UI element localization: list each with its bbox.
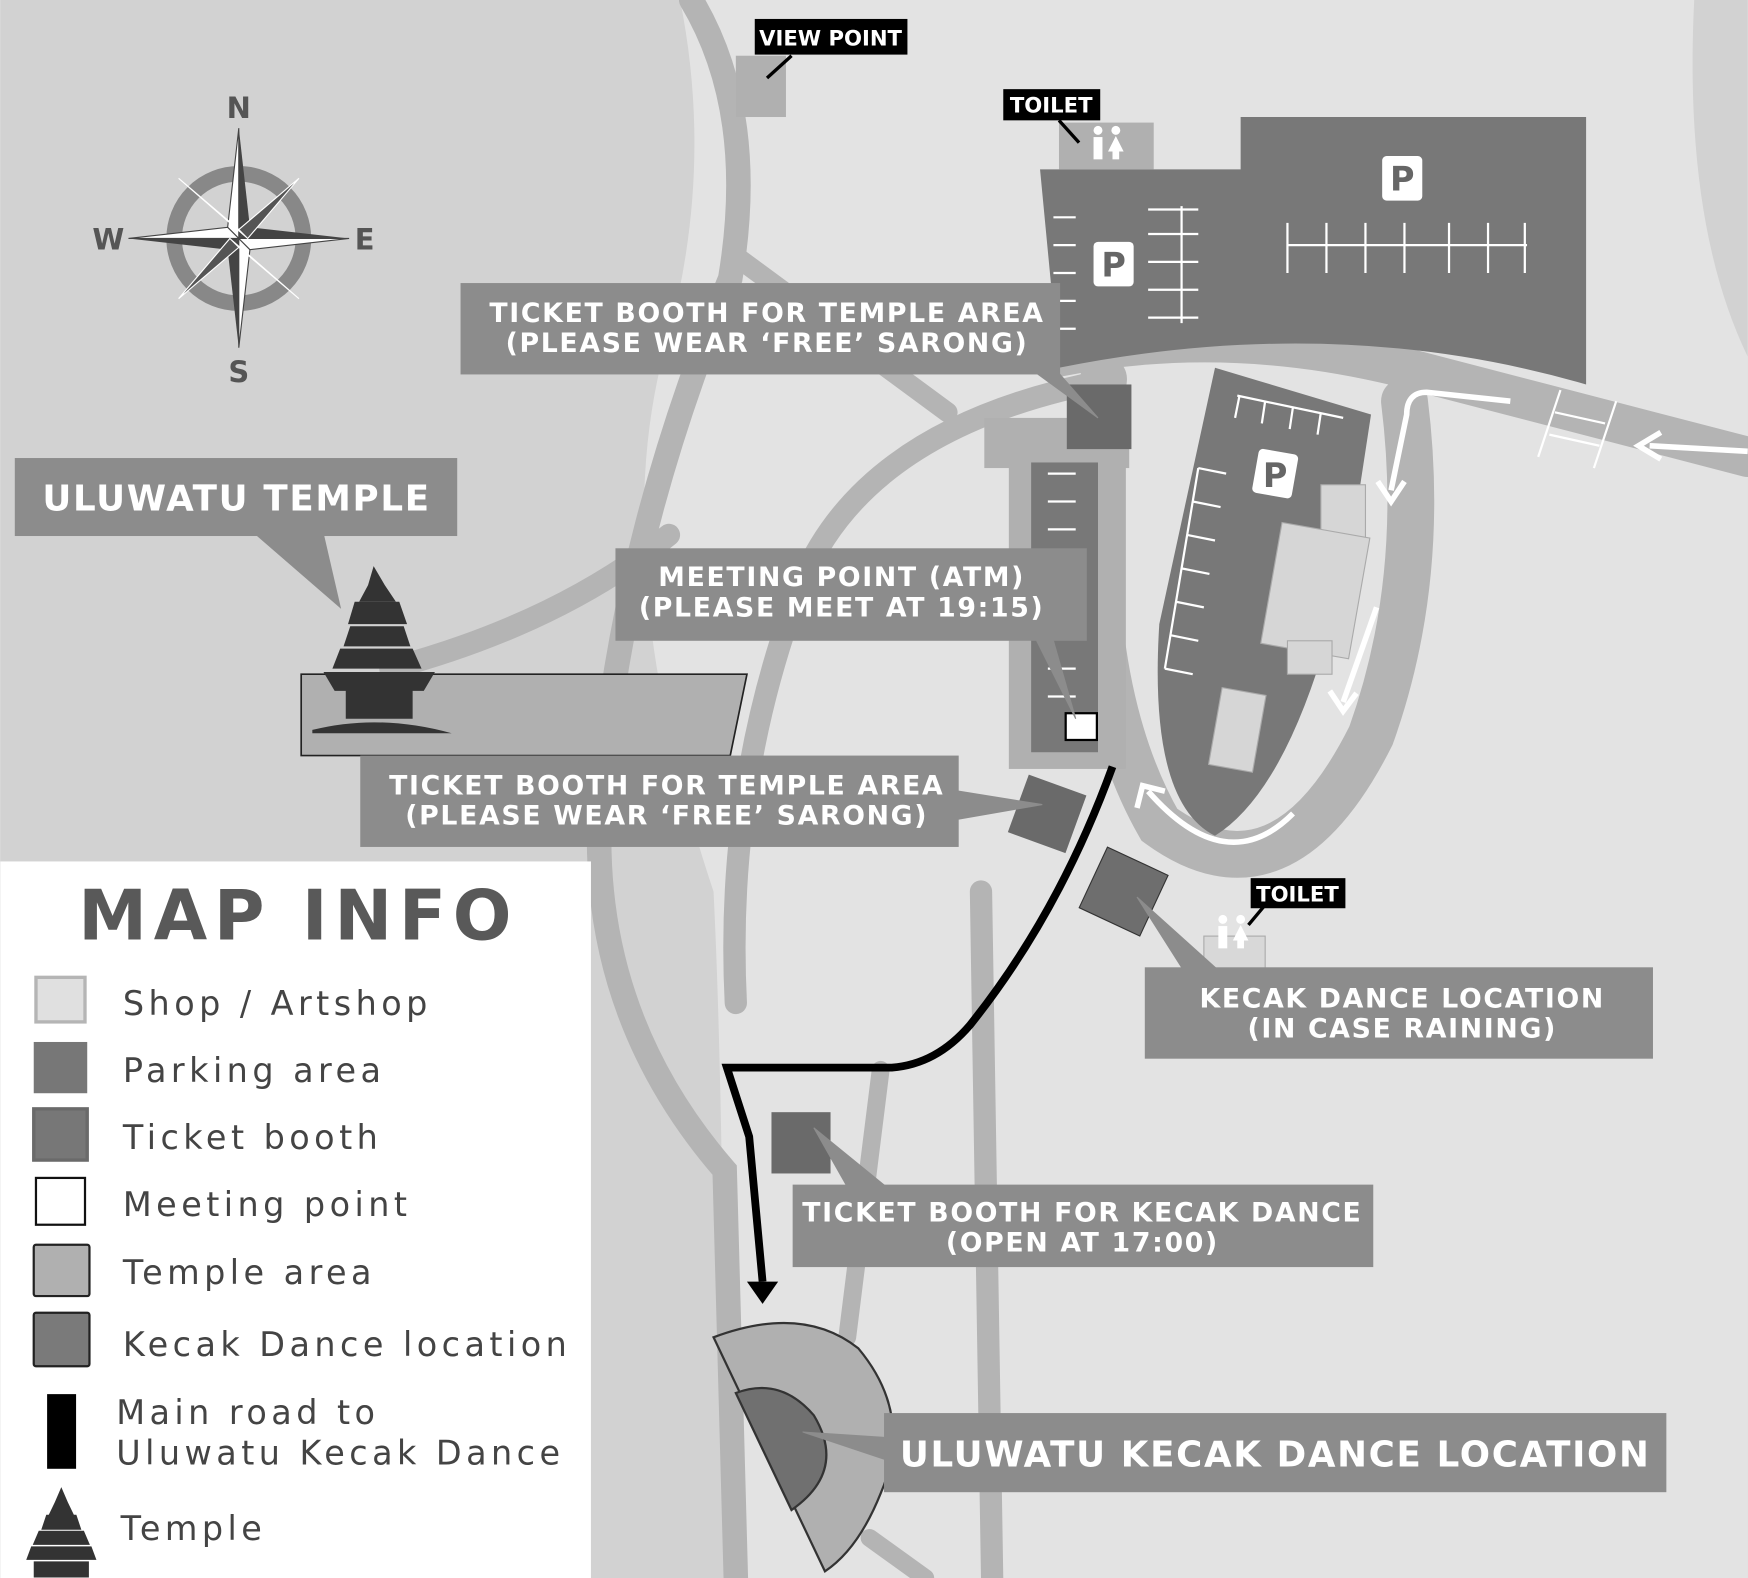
svg-text:TICKET BOOTH FOR TEMPLE AREA: TICKET BOOTH FOR TEMPLE AREA (489, 298, 1044, 329)
svg-text:W: W (92, 223, 124, 257)
right-edge-area (1692, 0, 1748, 357)
toilet-tag-top[interactable]: TOILET (1003, 89, 1101, 121)
main-road-route (721, 765, 1117, 1282)
ticket-booth-temple-2 (1007, 774, 1087, 854)
svg-text:MEETING POINT (ATM): MEETING POINT (ATM) (658, 562, 1025, 593)
legend-label: Temple (120, 1509, 267, 1548)
ticket-booth-kecak-label[interactable]: TICKET BOOTH FOR KECAK DANCE (OPEN AT 17… (792, 1184, 1374, 1268)
legend-label: Uluwatu Kecak Dance (116, 1433, 564, 1472)
ticket-booth-temple-label-1[interactable]: TICKET BOOTH FOR TEMPLE AREA (PLEASE WEA… (460, 283, 1061, 375)
legend-label: Main road to (116, 1393, 379, 1432)
legend-swatch-main-road (47, 1394, 77, 1469)
svg-text:(IN CASE RAINING): (IN CASE RAINING) (1247, 1014, 1556, 1045)
compass-rose-icon: N S W E (92, 91, 374, 389)
view-point-area (735, 55, 786, 118)
legend-swatch-temple-area (32, 1243, 91, 1298)
legend-swatch-kecak-location (32, 1311, 91, 1368)
legend-label: Temple area (122, 1253, 376, 1292)
toilet-area-top (1058, 122, 1154, 170)
svg-text:S: S (228, 355, 249, 389)
meeting-point-marker[interactable] (1064, 712, 1098, 742)
svg-text:E: E (355, 223, 375, 257)
svg-text:(OPEN AT 17:00): (OPEN AT 17:00) (946, 1227, 1219, 1258)
kecak-dance-stage[interactable] (734, 1386, 828, 1512)
svg-text:P: P (1263, 456, 1288, 495)
kecak-location-label[interactable]: ULUWATU KECAK DANCE LOCATION (884, 1413, 1667, 1493)
legend-swatch-meeting-point (34, 1176, 87, 1226)
legend-swatch-shop (34, 975, 87, 1024)
legend-label: Meeting point (123, 1185, 412, 1224)
traffic-arrows (1134, 389, 1748, 845)
parking-signs: P P P (1093, 156, 1423, 499)
svg-text:(PLEASE WEAR ‘FREE’ SARONG): (PLEASE WEAR ‘FREE’ SARONG) (506, 328, 1029, 359)
legend-temple-icon (26, 1487, 97, 1578)
route-arrow-icon (746, 1281, 779, 1304)
shops (1203, 484, 1371, 976)
svg-text:P: P (1101, 245, 1126, 284)
toilet-icon (1093, 125, 1124, 160)
legend-label: Shop / Artshop (123, 984, 432, 1023)
parking-stripes (1047, 206, 1618, 698)
meeting-point-label[interactable]: MEETING POINT (ATM) (PLEASE MEET AT 19:1… (615, 548, 1087, 641)
svg-text:VIEW POINT: VIEW POINT (759, 26, 902, 51)
uluwatu-temple-label[interactable]: ULUWATU TEMPLE (14, 458, 458, 537)
kecak-rain-label[interactable]: KECAK DANCE LOCATION (IN CASE RAINING) (1144, 967, 1653, 1059)
ticket-booth-temple-label-2[interactable]: TICKET BOOTH FOR TEMPLE AREA (PLEASE WEA… (360, 755, 959, 847)
legend-label: Kecak Dance location (123, 1325, 571, 1364)
ticket-booth-kecak (771, 1112, 831, 1174)
legend-label: Ticket booth (122, 1118, 382, 1157)
svg-text:P: P (1390, 160, 1415, 199)
kecak-rain-location (1078, 846, 1169, 937)
view-point-tag[interactable]: VIEW POINT (754, 18, 908, 55)
toilet-icon (1218, 914, 1249, 949)
map-legend: MAP INFO Shop / Artshop Parking area Tic… (0, 861, 591, 1578)
temple-icon (312, 566, 452, 734)
svg-text:TOILET: TOILET (1010, 93, 1093, 118)
legend-title: MAP INFO (78, 876, 518, 956)
legend-swatch-parking (33, 1041, 88, 1094)
toilet-tag-bottom[interactable]: TOILET (1250, 878, 1346, 909)
svg-text:(PLEASE WEAR ‘FREE’ SARONG): (PLEASE WEAR ‘FREE’ SARONG) (405, 801, 928, 832)
svg-text:(PLEASE MEET AT 19:15): (PLEASE MEET AT 19:15) (639, 592, 1045, 623)
svg-text:ULUWATU TEMPLE: ULUWATU TEMPLE (42, 478, 430, 519)
parking-area-center (1157, 367, 1372, 836)
svg-text:ULUWATU KECAK DANCE LOCATION: ULUWATU KECAK DANCE LOCATION (900, 1435, 1651, 1476)
svg-text:N: N (227, 91, 251, 125)
legend-swatch-ticket-booth (32, 1107, 89, 1162)
svg-text:TOILET: TOILET (1256, 882, 1339, 907)
svg-text:TICKET BOOTH FOR TEMPLE AREA: TICKET BOOTH FOR TEMPLE AREA (389, 771, 944, 802)
svg-text:TICKET BOOTH FOR KECAK DANCE: TICKET BOOTH FOR KECAK DANCE (802, 1197, 1362, 1228)
svg-text:KECAK DANCE LOCATION: KECAK DANCE LOCATION (1199, 983, 1605, 1014)
legend-label: Parking area (123, 1051, 386, 1090)
